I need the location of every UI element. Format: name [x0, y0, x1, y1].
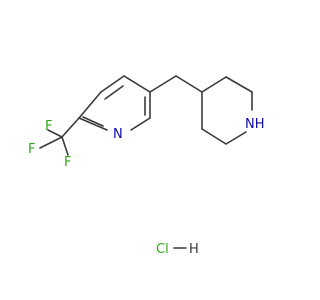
bond: [100, 75, 125, 93]
molecule-structure-diagram: N NH F F F Cl H: [0, 0, 300, 300]
pyridine-nitrogen-label: N: [113, 127, 123, 142]
piperidine-nh-label: NH: [245, 117, 265, 132]
hydrogen-label: H: [189, 242, 199, 257]
methylene-linker: [149, 75, 203, 93]
bond: [123, 75, 151, 93]
bond-double-inner: [104, 85, 124, 100]
fluorine-label-top: F: [45, 119, 52, 134]
bond: [201, 128, 227, 145]
pyridine-ring: [78, 75, 151, 131]
bond: [78, 117, 108, 131]
bond: [61, 117, 80, 138]
trifluoromethyl-group: [39, 117, 80, 156]
bond: [47, 129, 63, 138]
bond: [39, 136, 63, 149]
bond: [149, 75, 177, 93]
fluorine-label-left: F: [28, 142, 35, 157]
background: [0, 0, 300, 300]
bond: [201, 76, 227, 93]
bond: [175, 75, 203, 93]
bond: [225, 76, 253, 93]
bond-double-inner: [82, 116, 104, 127]
chlorine-label: Cl: [156, 242, 169, 257]
bond: [130, 117, 151, 131]
bond: [61, 136, 69, 156]
piperidine-ring: [201, 76, 253, 145]
bond: [78, 91, 102, 119]
fluorine-label-bottom: F: [64, 155, 71, 170]
bond: [225, 131, 247, 145]
